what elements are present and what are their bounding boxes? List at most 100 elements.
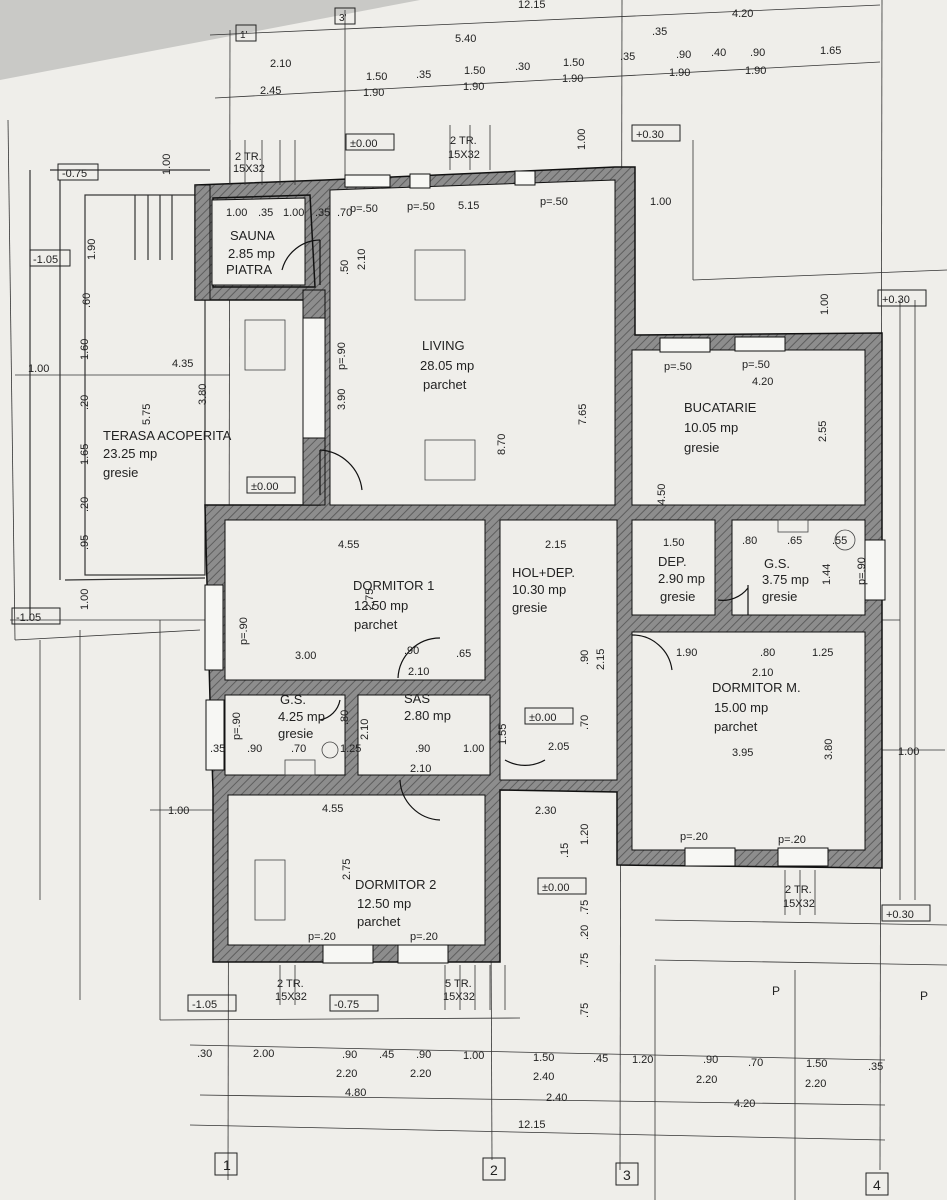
level-tag: +0.30 [636,129,664,141]
dimension-label: 2.10 [752,667,773,679]
dimension-label: p=.50 [407,201,435,213]
dimension-label: 2.10 [408,666,429,678]
dimension-label: p=.90 [856,557,868,585]
room-dormitor1-finish: parchet [354,617,398,632]
dimension-label: 3.90 [336,389,348,410]
room-bucatarie-finish: gresie [684,440,719,455]
dimension-label: 1.90 [669,67,690,79]
dimension-label: .75 [579,953,591,968]
dimension-label: p=.50 [664,361,692,373]
room-bucatarie-name: BUCATARIE [684,400,757,415]
dimension-label: p=.50 [350,203,378,215]
axis-label: 4 [873,1177,881,1193]
dimension-label: 4.20 [732,8,753,20]
room-dormitorM-finish: parchet [714,719,758,734]
dimension-label: .80 [760,647,775,659]
room-gs1-finish: gresie [762,589,797,604]
room-dormitor2-finish: parchet [357,914,401,929]
dimension-label: .35 [868,1061,883,1073]
bottom-dimensions: .30 2.00 .90 2.20 .45 .90 2.20 1.00 1.50… [197,1048,883,1131]
dimension-label: 1.00 [283,207,304,219]
dimension-label: 1.50 [806,1058,827,1070]
dimension-label: 4.80 [345,1087,366,1099]
room-sauna-name: SAUNA [230,228,275,243]
dimension-label: 1.50 [366,71,387,83]
dimension-label: 4.35 [172,358,193,370]
room-hol-name: HOL+DEP. [512,565,575,580]
dimension-label: 1.50 [464,65,485,77]
windows [204,170,886,964]
room-terasa-finish: gresie [103,465,138,480]
dimension-label: 5.40 [455,33,476,45]
dimension-label: 1.90 [463,81,484,93]
level-tag: ±0.00 [350,138,377,150]
section-mark: P [920,989,928,1003]
level-tag: +0.30 [886,909,914,921]
background-shadow [0,0,420,80]
dimension-label: .90 [404,645,419,657]
dimension-label: 2.75 [341,859,353,880]
stair-label: 15X32 [233,163,265,175]
doors [281,239,749,821]
axis-label: 1 [223,1157,231,1173]
dimension-label: p=.90 [238,617,250,645]
dimension-label: 1.00 [79,589,91,610]
dimension-label: .55 [832,535,847,547]
dimension-label: .90 [247,743,262,755]
dimension-label: .80 [742,535,757,547]
axis-markers [214,7,889,1196]
stairs-labels: 2 TR. 15X32 2 TR. 15X32 2 TR. 15X32 2 TR… [229,125,816,1010]
construction-lines [7,0,947,1200]
room-hol-area: 10.30 mp [512,582,566,597]
dimension-label: .65 [456,648,471,660]
dimension-label: 2.00 [253,1048,274,1060]
room-living-area: 28.05 mp [420,358,474,373]
dimension-label: 1.00 [161,154,173,175]
dimension-label: 2.75 [364,589,376,610]
room-sauna-finish: PIATRA [226,262,272,277]
dimension-label: 1.90 [363,87,384,99]
section-mark: P [772,984,780,998]
level-tag: ±0.00 [542,882,569,894]
dimension-label: 3.80 [197,384,209,405]
stair-label: 5 TR. [445,978,472,990]
stair-label: 15X32 [443,991,475,1003]
dimension-label: 1.00 [819,294,831,315]
dimension-label: .35 [652,26,667,38]
dimension-label: 2.20 [410,1068,431,1080]
dimension-label: p=.20 [778,834,806,846]
dimension-label: 4.50 [656,484,668,505]
dimension-label: p=.50 [540,196,568,208]
room-gs1-area: 3.75 mp [762,572,809,587]
dimension-label: 3.95 [732,747,753,759]
dimension-label: 7.65 [577,404,589,425]
dimension-label: .40 [711,47,726,59]
dimension-label: 1.00 [463,743,484,755]
dimension-label: .35 [416,69,431,81]
level-tag: -0.75 [62,168,87,180]
dimension-label: .90 [750,47,765,59]
dimension-label: p=.90 [336,342,348,370]
dimension-label: .70 [291,743,306,755]
room-dormitor1-name: DORMITOR 1 [353,578,434,593]
dimension-label: 1.00 [28,363,49,375]
dimension-label: 1.90 [745,65,766,77]
dimension-label: 1.20 [632,1054,653,1066]
dimension-label: 3.80 [823,739,835,760]
dimension-label: .30 [515,61,530,73]
dimension-label: .75 [579,900,591,915]
dimension-label: 1.90 [86,239,98,260]
dimension-label: p=.50 [742,359,770,371]
dimension-label: .35 [620,51,635,63]
axis-label: 3 [623,1167,631,1183]
dimension-label: 2.15 [545,539,566,551]
level-tags: ±0.00 +0.30 -0.75 -1.05 -1.05 ±0.00 +0.3… [11,124,931,1012]
stair-label: 15X32 [783,898,815,910]
room-dormitor2-name: DORMITOR 2 [355,877,436,892]
dimension-label: 2.10 [410,763,431,775]
dimension-label: 12.15 [518,0,546,11]
dimension-label: 2.10 [356,249,368,270]
dimension-label: .90 [342,1049,357,1061]
level-tag: ±0.00 [529,712,556,724]
